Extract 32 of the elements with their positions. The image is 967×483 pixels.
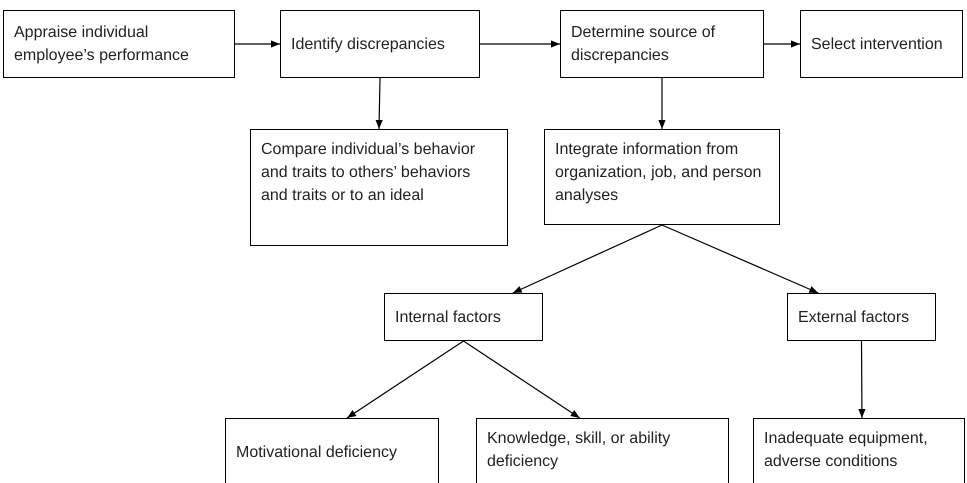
arrow xyxy=(480,40,560,48)
arrow xyxy=(662,224,819,294)
box-text: Identify discrepancies xyxy=(291,34,446,54)
process-box xyxy=(544,129,780,225)
process-box xyxy=(250,129,508,246)
process-box xyxy=(753,418,965,483)
arrow xyxy=(376,78,383,130)
process-box xyxy=(225,418,439,483)
arrow xyxy=(463,340,580,418)
box-text: Integrate information from organization, job, and person analyses xyxy=(555,140,762,206)
process-box xyxy=(3,10,235,78)
process-box xyxy=(280,10,480,78)
process-box xyxy=(787,293,936,341)
process-box xyxy=(476,418,729,483)
box-text: External factors xyxy=(798,308,910,328)
arrow xyxy=(858,341,866,418)
arrow xyxy=(764,40,800,48)
box-text: Inadequate equipment, adverse conditions xyxy=(764,429,929,472)
box-text: Knowledge, skill, or ability deficiency xyxy=(487,429,672,472)
box-text: Determine source of discrepancies xyxy=(571,23,716,66)
arrow xyxy=(512,224,662,294)
box-text: Internal factors xyxy=(395,308,502,328)
process-box xyxy=(800,10,963,78)
process-box xyxy=(560,10,764,78)
arrow xyxy=(235,40,280,48)
arrow xyxy=(346,340,464,418)
box-text: Appraise individual employee’s performance xyxy=(14,23,190,66)
box-text: Select intervention xyxy=(811,34,944,54)
box-text: Motivational deficiency xyxy=(236,443,398,463)
arrow xyxy=(658,78,666,129)
box-text: Compare individual’s behavior and traits to others’ behaviors and traits or to an ideal xyxy=(261,140,476,206)
process-box xyxy=(384,293,543,341)
